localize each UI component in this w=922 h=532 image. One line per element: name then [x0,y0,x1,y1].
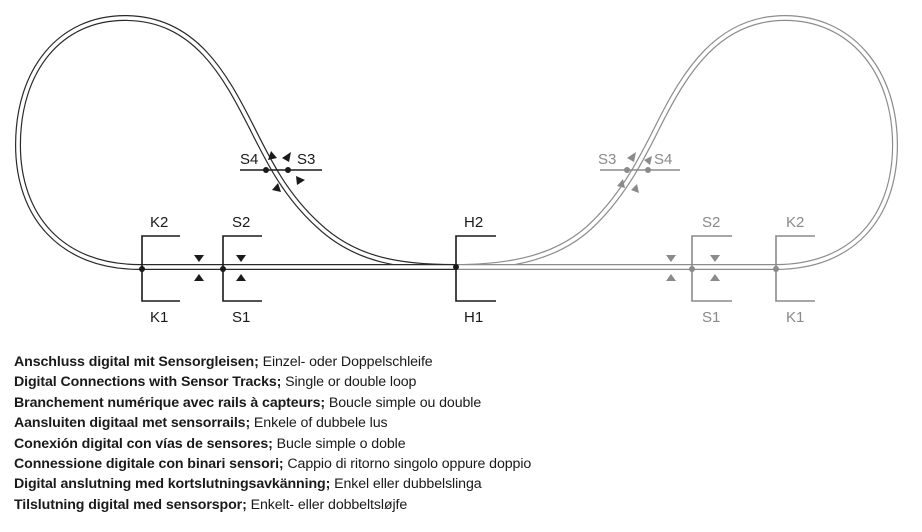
caption-normal: Cappio di ritorno singolo oppure doppio [283,456,532,473]
arrow-icon [644,156,652,165]
caption-line: Aansluiten digitaal met sensorrails; Enk… [14,413,914,433]
label-k1-right: K1 [786,309,804,326]
arrow-icon [272,183,281,192]
label-s2-right: S2 [702,214,720,231]
node-k-right [773,266,779,272]
arrow-icon [627,152,636,162]
right-loop-track [452,14,899,270]
caption-normal: Single or double loop [281,374,417,391]
label-s2-left: S2 [232,214,250,231]
caption-normal: Bucle simple o doble [272,435,406,452]
caption-bold: Branchement numérique avec rails à capte… [14,394,326,411]
caption-normal: Enkel eller dubbelslinga [330,476,482,493]
label-k2-left: K2 [150,214,168,231]
caption-bold: Tilslutning digital med sensorspor; [14,496,247,513]
arrow-down-icon [236,255,246,262]
caption-bold: Connessione digitale con binari sensori; [14,456,284,473]
arrow-down-icon [710,255,720,262]
node-h [453,264,459,270]
caption-list: Anschluss digital mit Sensorgleisen; Ein… [14,352,914,515]
node-crossing-left-2 [285,167,291,173]
label-s1-left: S1 [232,309,250,326]
label-s4-right: S4 [654,151,672,168]
caption-line: Conexión digital con vías de sensores; B… [14,434,914,454]
label-s4-left: S4 [240,151,258,168]
caption-normal: Boucle simple ou double [325,394,482,411]
arrow-down-icon [666,255,676,262]
caption-line: Digital anslutning med kortslutningsavkä… [14,474,914,494]
node-s-right [689,266,695,272]
caption-line: Digital Connections with Sensor Tracks; … [14,372,914,392]
label-h1: H1 [464,309,483,326]
arrow-icon [282,152,291,162]
arrow-up-icon [710,274,720,281]
label-s1-right: S1 [702,309,720,326]
arrow-icon [296,176,305,185]
label-s3-left: S3 [297,151,315,168]
label-k2-right: K2 [786,214,804,231]
node-crossing-left [263,167,269,173]
caption-bold: Aansluiten digitaal met sensorrails; [14,415,251,432]
label-h2: H2 [464,214,483,231]
arrow-icon [631,184,639,193]
caption-line: Branchement numérique avec rails à capte… [14,393,914,413]
arrow-up-icon [666,274,676,281]
node-crossing-right [624,167,630,173]
track-layout-diagram: K2 K1 S2 S1 S4 S3 H2 H1 S3 S4 S2 S1 K2 K… [14,14,899,326]
caption-bold: Conexión digital con vías de sensores; [14,435,273,452]
label-s3-right: S3 [598,151,616,168]
caption-bold: Digital anslutning med kortslutningsavkä… [14,476,331,493]
left-loop-track [14,14,458,270]
arrow-icon [617,179,625,188]
node-crossing-right-2 [645,167,651,173]
caption-normal: Enkele of dubbele lus [250,415,388,432]
caption-bold: Anschluss digital mit Sensorgleisen; [14,354,259,370]
arrow-up-icon [236,274,246,281]
caption-line: Connessione digitale con binari sensori;… [14,454,914,474]
label-k1-left: K1 [150,309,168,326]
arrow-down-icon [194,255,204,262]
node-k-left [139,266,145,272]
arrow-icon [268,151,277,160]
arrow-up-icon [194,274,204,281]
caption-line: Tilslutning digital med sensorspor; Enke… [14,495,914,515]
caption-normal: Einzel- oder Doppelschleife [258,354,433,370]
node-s-left [220,266,226,272]
caption-normal: Enkelt- eller dobbeltsløjfe [246,496,408,513]
caption-bold: Digital Connections with Sensor Tracks; [14,374,282,391]
caption-line: Anschluss digital mit Sensorgleisen; Ein… [14,352,914,372]
